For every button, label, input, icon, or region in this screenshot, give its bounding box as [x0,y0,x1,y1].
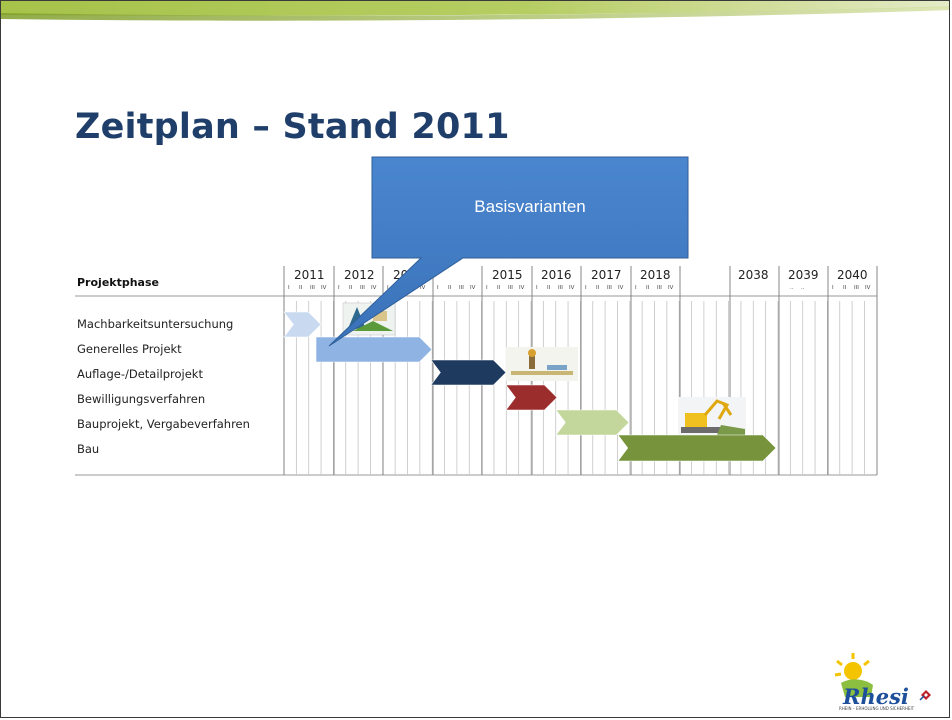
quarter-label: I [585,285,587,291]
quarter-label: IV [569,285,575,291]
bar-bauprojekt [555,409,630,436]
quarter-label: III [459,285,464,291]
quarter-label: II [843,285,847,291]
quarter-label: II [596,285,600,291]
year-label-2016: 2016 [541,268,572,282]
bar-machbarkeit [283,311,322,338]
quarter-label: II [299,285,303,291]
quarter-label: I [437,285,439,291]
phase-label-auflage-detailprojekt: Auflage-/Detailprojekt [77,367,203,381]
year-label-2011: 2011 [294,268,325,282]
callout-label: Basisvarianten [474,197,586,216]
quarter-label: I [635,285,637,291]
bar-generelles-projekt [315,336,433,363]
quarter-label: IV [668,285,674,291]
quarter-ellipsis: .. [801,285,805,291]
year-label-2017: 2017 [591,268,622,282]
quarter-label: I [486,285,488,291]
phase-label-generelles-projekt: Generelles Projekt [77,342,182,356]
quarter-label: IV [321,285,327,291]
quarter-label: I [338,285,340,291]
bar-bau [617,434,777,462]
quarter-label: IV [618,285,624,291]
quarter-label: I [387,285,389,291]
logo-tagline: RHEIN – ERHOLUNG UND SICHERHEIT [839,706,915,711]
bar-bewilligungsverfahren [505,384,558,411]
quarter-label: III [508,285,513,291]
quarter-label: III [360,285,365,291]
bar-auflage-detailprojekt [430,359,507,386]
quarter-label: II [349,285,353,291]
quarter-label: I [536,285,538,291]
rhesi-sun-logo-icon [834,653,873,697]
slide-title: Zeitplan – Stand 2011 [75,107,510,147]
year-label-2012: 2012 [344,268,375,282]
phase-column-header: Projektphase [77,276,159,289]
quarter-label: II [646,285,650,291]
quarter-label: IV [420,285,426,291]
quarter-label: I [832,285,834,291]
quarter-label: IV [371,285,377,291]
year-label-2015: 2015 [492,268,523,282]
rhesi-flag-icon [919,690,931,701]
auflage-illustration-icon [506,347,578,381]
quarter-label: III [854,285,859,291]
quarter-ellipsis: .. [790,285,794,291]
excavator-illustration-icon [678,397,746,435]
year-label-2039: 2039 [788,268,819,282]
quarter-label: II [497,285,501,291]
quarter-label: III [607,285,612,291]
quarter-label: I [288,285,290,291]
quarter-label: II [547,285,551,291]
phase-label-bauprojekt: Bauprojekt, Vergabeverfahren [77,417,250,431]
phase-label-bau: Bau [77,442,100,456]
gantt-bars [283,311,777,462]
year-label-2040: 2040 [837,268,868,282]
top-accent-bar [1,1,949,21]
quarter-label: III [558,285,563,291]
quarter-label: IV [519,285,525,291]
year-label-2038: 2038 [738,268,769,282]
quarter-label: III [657,285,662,291]
quarter-label: IV [865,285,871,291]
phase-label-bewilligungsverfahren: Bewilligungsverfahren [77,392,206,406]
year-label-2018: 2018 [640,268,671,282]
quarter-label: III [310,285,315,291]
phase-label-machbarkeit: Machbarkeitsuntersuchung [77,317,234,331]
logo-wordmark: Rhesi [843,684,909,709]
quarter-label: II [448,285,452,291]
quarter-label: IV [470,285,476,291]
